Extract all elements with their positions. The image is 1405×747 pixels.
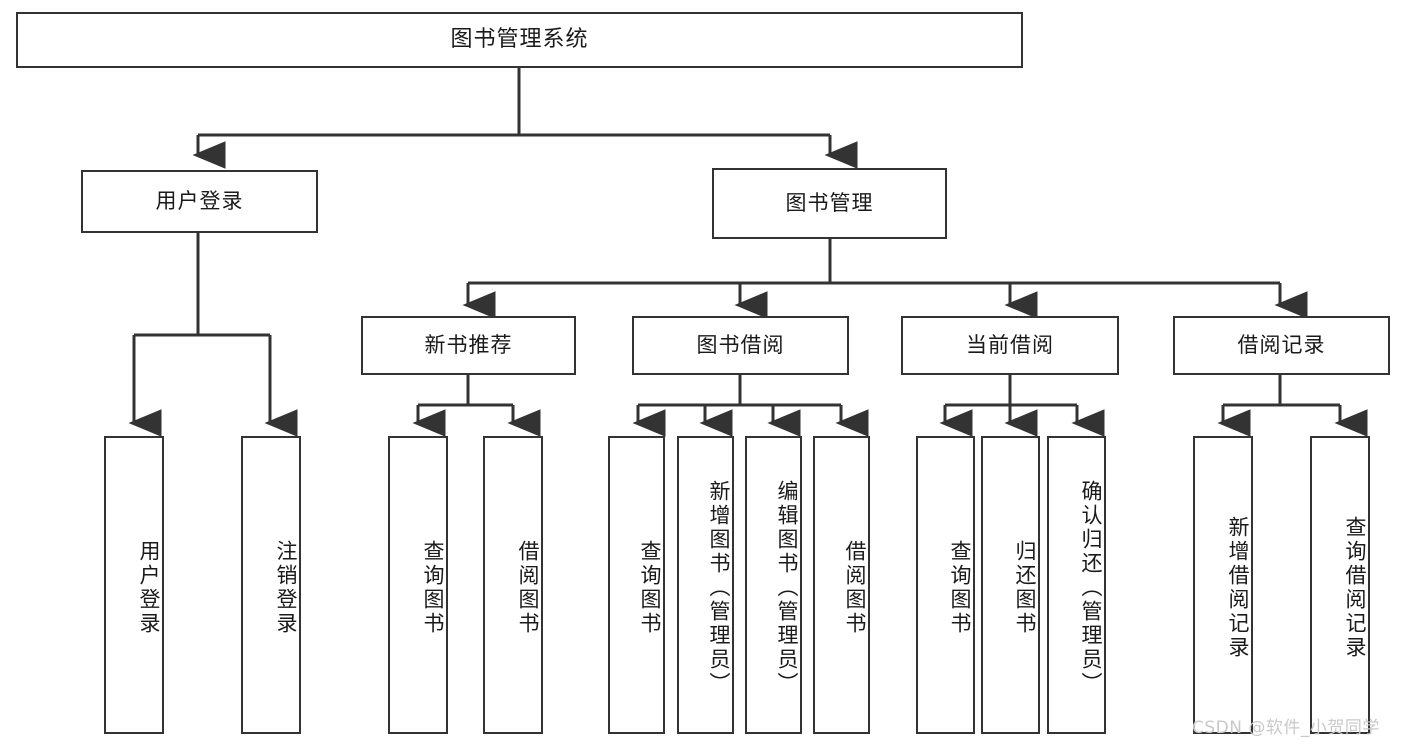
csdn-watermark: CSDN @软件_小贺同学 [1192,718,1380,738]
leaf-book-borrow-borrow[interactable]: 借阅图书 [813,436,870,734]
node-root-system[interactable]: 图书管理系统 [16,12,1023,68]
leaf-user-login-logout[interactable]: 注销登录 [241,436,301,734]
leaf-new-book-query[interactable]: 查询图书 [388,436,448,734]
leaf-borrow-record-add[interactable]: 新增借阅记录 [1193,436,1253,734]
leaf-current-borrow-query[interactable]: 查询图书 [916,436,975,734]
node-new-book-recommend[interactable]: 新书推荐 [361,316,576,375]
leaf-book-borrow-add[interactable]: 新增图书（管理员） [677,436,734,734]
leaf-new-book-borrow[interactable]: 借阅图书 [483,436,543,734]
leaf-borrow-record-query[interactable]: 查询借阅记录 [1310,436,1370,734]
node-borrow-record[interactable]: 借阅记录 [1173,316,1390,375]
leaf-book-borrow-query[interactable]: 查询图书 [608,436,665,734]
leaf-current-borrow-return[interactable]: 归还图书 [981,436,1040,734]
leaf-book-borrow-edit[interactable]: 编辑图书（管理员） [745,436,802,734]
node-book-borrow[interactable]: 图书借阅 [632,316,849,375]
node-user-login[interactable]: 用户登录 [81,170,318,233]
node-current-borrow[interactable]: 当前借阅 [901,316,1119,375]
leaf-current-borrow-confirm-return[interactable]: 确认归还（管理员） [1047,436,1106,734]
leaf-user-login-login[interactable]: 用户登录 [104,436,164,734]
node-book-management[interactable]: 图书管理 [712,168,947,239]
